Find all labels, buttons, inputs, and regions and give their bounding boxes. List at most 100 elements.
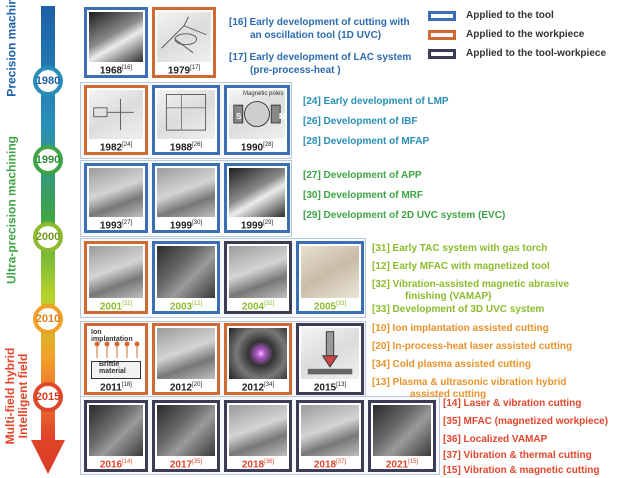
photo-2003: 2003[12] (152, 241, 220, 314)
photo-image (301, 328, 359, 379)
ion-implantation-label: Ion implantation (91, 329, 133, 343)
legend-label-workpiece: Applied to the workpiece (466, 29, 585, 40)
photo-2015: 2015[13] (296, 323, 364, 395)
photo-image (229, 405, 287, 456)
desc-17-line1: [17] Early development of LAC system (229, 52, 412, 63)
photo-1993: 1993[27] (84, 163, 148, 233)
legend-label-tool-workpiece: Applied to the tool-workpiece (466, 48, 607, 59)
photo-caption: 2021[15] (385, 459, 419, 471)
desc-31: [31] Early TAC system with gas torch (372, 243, 548, 254)
desc-24: [24] Early development of LMP (303, 96, 449, 107)
desc-26: [26] Development of IBF (303, 116, 418, 127)
photo-1988: 1988[26] (152, 85, 220, 155)
year-marker-1990: 1990 (33, 145, 63, 175)
photo-image: S N Magnetic poles (229, 90, 285, 139)
photo-1982: 1982[24] (84, 85, 148, 155)
desc-14: [14] Laser & vibration cutting (443, 398, 582, 409)
desc-15: [15] Vibration & magnetic cutting (443, 465, 600, 476)
photo-caption: 2016[14] (99, 459, 133, 471)
legend-swatch-tool-workpiece (428, 48, 456, 59)
desc-29: [29] Development of 2D UVC system (EVC) (303, 210, 506, 221)
desc-10: [10] Ion implantation assisted cutting (372, 323, 549, 334)
photo-image (89, 168, 143, 217)
schematic-drawing (307, 331, 353, 375)
photo-2004: 2004[32] (224, 241, 292, 314)
photo-caption: 2004[32] (241, 301, 275, 313)
desc-16-line1: [16] Early development of cutting with (229, 17, 410, 28)
photo-caption: 2018[37] (313, 459, 347, 471)
photo-caption: 1993[27] (99, 220, 133, 232)
legend-swatch-workpiece (428, 29, 456, 40)
desc-32-line1: [32] Vibration-assisted magnetic abrasiv… (372, 279, 570, 290)
year-marker-2010: 2010 (33, 304, 63, 334)
legend-item-tool-workpiece: Applied to the tool-workpiece (428, 48, 606, 59)
desc-36: [36] Localized VAMAP (443, 434, 548, 445)
desc-27: [27] Development of APP (303, 170, 422, 181)
photo-2018-vamap: 2018[36] (224, 400, 292, 472)
desc-34: [34] Cold plasma assisted cutting (372, 359, 531, 370)
desc-33: [33] Development of 3D UVC system (372, 304, 545, 315)
schematic-drawing (93, 98, 134, 131)
legend-swatch-tool (428, 10, 456, 21)
photo-1999-mrf: 1999[30] (152, 163, 220, 233)
ion-arrows (94, 341, 140, 358)
photo-caption: 2003[12] (169, 301, 203, 313)
era-ultra-precision-machining: Ultra-precision machining (4, 135, 19, 285)
photo-1968: 1968[16] (84, 7, 148, 78)
photo-caption: 1999[29] (240, 220, 274, 232)
schematic-drawing (161, 16, 207, 54)
desc-17-line2: (pre-process-heat ) (250, 65, 341, 76)
photo-1999-evc: 1999[29] (224, 163, 290, 233)
desc-12: [12] Early MFAC with magnetized tool (372, 261, 550, 272)
photo-caption: 2005[33] (313, 301, 347, 313)
photo-image (301, 405, 359, 456)
photo-1990: S N Magnetic poles 1990[28] (224, 85, 290, 155)
photo-image (89, 12, 143, 62)
photo-image: Ion implantation Brittle material (89, 328, 143, 379)
photo-caption: 2012[20] (169, 382, 203, 394)
schematic-drawing (165, 94, 207, 131)
photo-1979: 1979[17] (152, 7, 216, 78)
era-multi-field-hybrid: Multi-field hybrid Intelligent field (3, 348, 30, 445)
photo-2012-laser: 2012[20] (152, 323, 220, 395)
desc-13-line1: [13] Plasma & ultrasonic vibration hybri… (372, 377, 567, 388)
year-marker-1980: 1980 (33, 66, 63, 96)
photo-image (229, 168, 285, 217)
photo-2005: 2005[33] (296, 241, 364, 314)
photo-caption: 2015[13] (313, 382, 347, 394)
photo-image (373, 405, 431, 456)
photo-2016: 2016[14] (84, 400, 148, 472)
photo-caption: 1968[16] (99, 65, 133, 77)
photo-image (301, 246, 359, 298)
photo-image (157, 90, 215, 139)
photo-2018-thermal: 2018[37] (296, 400, 364, 472)
photo-image (89, 246, 143, 298)
photo-image (157, 405, 215, 456)
photo-image (157, 328, 215, 379)
magnetic-poles-label: Magnetic poles (243, 91, 284, 97)
desc-16-line2: an oscillation tool (1D UVC) (250, 30, 382, 41)
photo-image (157, 168, 215, 217)
photo-caption: 1979[17] (167, 65, 201, 77)
schematic-drawing (233, 101, 281, 127)
photo-2017: 2017[35] (152, 400, 220, 472)
legend-item-workpiece: Applied to the workpiece (428, 29, 584, 40)
pole-label-s: S (236, 112, 242, 121)
photo-caption: 2018[36] (241, 459, 275, 471)
photo-image (157, 12, 211, 62)
photo-caption: 2001[31] (99, 301, 133, 313)
pole-label-n: N (279, 112, 285, 121)
photo-caption: 2017[35] (169, 459, 203, 471)
desc-20: [20] In-process-heat laser assisted cutt… (372, 341, 573, 352)
desc-32-line2: finishing (VAMAP) (405, 291, 492, 302)
brittle-material-block (91, 361, 141, 379)
desc-35: [35] MFAC (magnetized workpiece) (443, 416, 609, 427)
legend-item-tool: Applied to the tool (428, 10, 554, 21)
photo-caption: 1988[26] (169, 142, 203, 154)
photo-image (89, 405, 143, 456)
photo-2012-plasma: 2012[34] (224, 323, 292, 395)
photo-caption: 1999[30] (169, 220, 203, 232)
photo-2001: 2001[31] (84, 241, 148, 314)
legend-label-tool: Applied to the tool (466, 10, 554, 21)
photo-2011: Ion implantation Brittle material 2011[1… (84, 323, 148, 395)
